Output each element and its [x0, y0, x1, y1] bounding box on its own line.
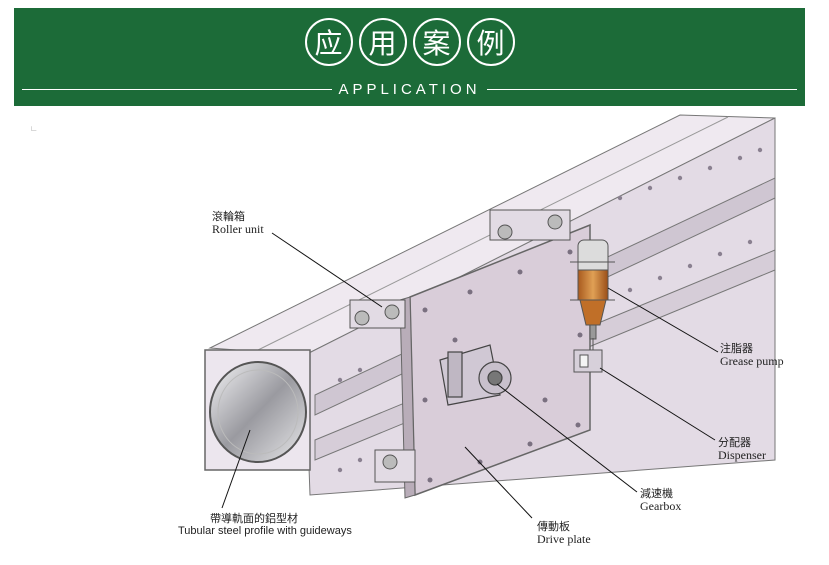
label-dispenser-zh: 分配器 — [718, 436, 751, 449]
label-dispenser: 分配器 Dispenser — [718, 436, 766, 462]
title-row: 应 用 案 例 — [14, 18, 805, 74]
beam-bolt-holes — [337, 147, 763, 473]
label-gearbox-en: Gearbox — [640, 499, 682, 513]
subtitle-line-right — [486, 88, 797, 90]
roller-unit-lower — [374, 449, 416, 483]
title-char-3: 案 — [412, 18, 461, 66]
label-drive-plate-zh: 傳動板 — [537, 520, 570, 533]
leader-drive-plate — [464, 446, 533, 519]
label-roller-unit-en: Roller unit — [212, 222, 264, 236]
grease-pump — [570, 239, 615, 340]
corner-mark: ∟ — [30, 124, 38, 133]
leader-roller-unit — [271, 232, 383, 308]
dispenser — [573, 338, 603, 373]
subtitle-row: APPLICATION — [14, 80, 805, 98]
leader-gearbox — [496, 383, 638, 493]
label-tubular-profile-zh: 帶導軌面的鋁型材 — [210, 512, 298, 525]
title-char-2: 用 — [358, 18, 407, 66]
title-char-4: 例 — [466, 18, 515, 66]
label-gearbox: 減速機 Gearbox — [640, 487, 681, 513]
label-roller-unit: 滾輪箱 Roller unit — [212, 210, 264, 236]
label-grease-pump-zh: 注脂器 — [720, 342, 753, 355]
label-tubular-profile-en: Tubular steel profile with guideways — [178, 525, 352, 537]
leader-dispenser — [599, 367, 716, 441]
title-char-1: 应 — [304, 18, 353, 66]
label-grease-pump-en: Grease pump — [720, 354, 784, 368]
label-drive-plate: 傳動板 Drive plate — [537, 520, 591, 546]
subtitle: APPLICATION — [338, 80, 481, 98]
leader-lines — [221, 232, 719, 519]
label-drive-plate-en: Drive plate — [537, 532, 591, 546]
header-banner: 应 用 案 例 APPLICATION — [14, 8, 805, 106]
label-grease-pump: 注脂器 Grease pump — [720, 342, 784, 368]
leader-grease-pump — [607, 287, 719, 353]
label-gearbox-zh: 減速機 — [640, 487, 673, 500]
drive-plate-edge — [399, 296, 416, 499]
label-dispenser-en: Dispenser — [718, 448, 766, 462]
plate-bolt-holes — [422, 249, 583, 483]
gearbox — [439, 344, 512, 406]
label-tubular-profile: 帶導軌面的鋁型材 Tubular steel profile with guid… — [178, 512, 352, 538]
subtitle-line-left — [22, 88, 333, 90]
leader-tubular-profile — [221, 429, 251, 509]
steel-tube-end — [209, 361, 307, 463]
label-roller-unit-zh: 滾輪箱 — [212, 210, 245, 223]
roller-unit-upper — [349, 209, 571, 329]
